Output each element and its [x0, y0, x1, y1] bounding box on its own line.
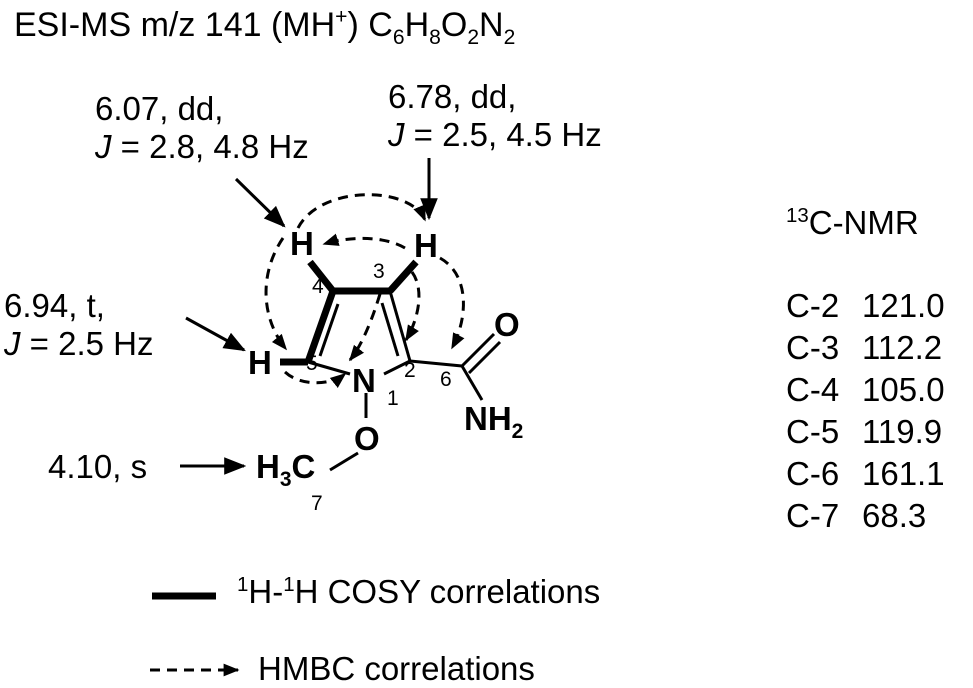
- nmr-row-value: 112.2: [862, 329, 943, 366]
- h4-shift: 6.07, dd,: [95, 90, 224, 127]
- atom-h3: H: [414, 227, 438, 264]
- hmbc-h4-to-c5: [264, 237, 288, 351]
- legend-cosy-sup2: 1: [283, 573, 295, 596]
- ms-title: ESI-MS m/z 141 (MH+) C6H8O2N2: [14, 5, 515, 48]
- nmr-row: C-3 112.2: [786, 328, 942, 368]
- atom-number-7: 7: [311, 492, 323, 515]
- atom-nh2: NH2: [464, 400, 523, 443]
- h3-coupling: J = 2.5, 4.5 Hz: [388, 116, 602, 153]
- hmbc-h4-to-c3: [296, 193, 427, 229]
- nmr-row: C-4 105.0: [786, 370, 945, 410]
- bond-c4-h4: [307, 259, 336, 294]
- nmr-heading-text: C-NMR: [808, 204, 919, 241]
- atom-ch3-h: H: [256, 448, 280, 485]
- h5-pointer-arrow: [185, 316, 246, 352]
- atom-number-6: 6: [440, 368, 452, 391]
- nmr-heading-isotope: 13: [786, 204, 809, 227]
- h5-coupling: J = 2.5 Hz: [4, 325, 154, 362]
- legend-hmbc-label: HMBC correlations: [258, 650, 535, 688]
- bond-c6-o-double: [467, 340, 502, 375]
- nmr-row-label: C-7: [786, 497, 840, 534]
- bond-c4-c5-cosy: [304, 289, 337, 364]
- hmbc-h3-to-c4: [322, 233, 406, 250]
- nmr-row-label: C-4: [786, 371, 840, 408]
- nmr-row: C-6 161.1: [786, 454, 945, 494]
- formula-n-count: 2: [503, 25, 516, 49]
- legend-cosy-label: 1H-1H COSY correlations: [237, 573, 600, 611]
- atom-nh2-sub: 2: [512, 420, 524, 443]
- h3-shift: 6.78, dd,: [388, 78, 517, 115]
- atom-number-4: 4: [312, 275, 324, 298]
- h5-shift: 6.94, t,: [4, 287, 105, 324]
- legend-hmbc-text: HMBC correlations: [258, 650, 535, 687]
- formula-o: O: [440, 6, 468, 44]
- nmr-row-value: 105.0: [862, 371, 945, 408]
- formula-c-count: 6: [392, 25, 405, 49]
- nmr-row: C-5 119.9: [786, 412, 942, 452]
- nmr-row-value: 121.0: [862, 287, 945, 324]
- hmbc-h5-to-n1: [283, 370, 347, 388]
- bond-c2-c3: [388, 290, 412, 362]
- bond-c6-o: [460, 332, 496, 368]
- h4-coupling: J = 2.8, 4.8 Hz: [95, 128, 309, 165]
- ms-title-prefix: ESI-MS m/z 141 (MH: [14, 6, 336, 44]
- atom-nh2-label: NH: [464, 400, 512, 437]
- h7-annotation: 4.10, s: [48, 448, 147, 486]
- h4-annotation: 6.07, dd, J = 2.8, 4.8 Hz: [95, 90, 309, 166]
- atom-number-1: 1: [387, 387, 399, 410]
- nmr-row: C-7 68.3: [786, 496, 926, 536]
- bond-c3-h3: [387, 259, 419, 294]
- legend-cosy-mid: H-: [248, 573, 284, 610]
- atom-o-carbonyl: O: [494, 306, 520, 343]
- nmr-row-value: 161.1: [862, 455, 945, 492]
- h5-annotation: 6.94, t, J = 2.5 Hz: [4, 287, 153, 363]
- hmbc-h3-to-c6: [439, 256, 465, 350]
- atom-o-methoxy: O: [354, 420, 380, 457]
- h7-shift: 4.10, s: [48, 448, 148, 485]
- atom-h4: H: [290, 225, 314, 262]
- atom-number-5: 5: [306, 352, 318, 375]
- formula-o-count: 2: [467, 25, 480, 49]
- formula-h: H: [404, 6, 430, 44]
- atom-number-3: 3: [373, 260, 385, 283]
- bond-c6-n: [460, 365, 484, 401]
- bond-c2-c6: [409, 359, 463, 368]
- nmr-heading: 13C-NMR: [786, 204, 919, 242]
- bond-c4-c5-inner: [318, 303, 340, 357]
- legend-cosy-text: H COSY correlations: [294, 573, 601, 610]
- atom-h5: H: [248, 344, 272, 381]
- nmr-row-value: 119.9: [862, 413, 943, 450]
- nmr-row-label: C-5: [786, 413, 840, 450]
- atom-ch3-c: C: [292, 448, 316, 485]
- atom-ch3: H3C: [256, 448, 315, 491]
- nmr-row-value: 68.3: [862, 497, 927, 534]
- bond-n1-c2: [383, 359, 411, 376]
- formula-h-count: 8: [429, 25, 441, 49]
- nmr-row-label: C-6: [786, 455, 840, 492]
- formula-n: N: [479, 6, 504, 44]
- h3-annotation: 6.78, dd, J = 2.5, 4.5 Hz: [388, 78, 602, 154]
- ms-title-charge: +: [335, 5, 348, 29]
- nmr-row: C-2 121.0: [786, 286, 945, 326]
- hmbc-h3-to-c2: [404, 271, 421, 342]
- h4-pointer-arrow: [234, 177, 286, 228]
- formula-c: C: [368, 6, 393, 44]
- bond-n1-c5: [307, 360, 351, 376]
- atom-n1: N: [352, 362, 376, 399]
- ms-title-suffix: ): [347, 6, 369, 44]
- nmr-row-label: C-2: [786, 287, 840, 324]
- nmr-table: C-2 121.0 C-3 112.2 C-4 105.0 C-5 119.9 C-6 1…: [786, 286, 971, 536]
- nmr-row-label: C-3: [786, 329, 840, 366]
- molecular-formula: C6H8O2N2: [368, 6, 515, 48]
- bond-o-c7: [329, 451, 359, 472]
- hmbc-h4-to-c2: [348, 293, 382, 362]
- atom-number-2: 2: [404, 359, 416, 382]
- legend-cosy-sup1: 1: [237, 573, 249, 596]
- atom-ch3-sub: 3: [280, 468, 292, 491]
- bond-c2-c3-inner: [380, 302, 400, 357]
